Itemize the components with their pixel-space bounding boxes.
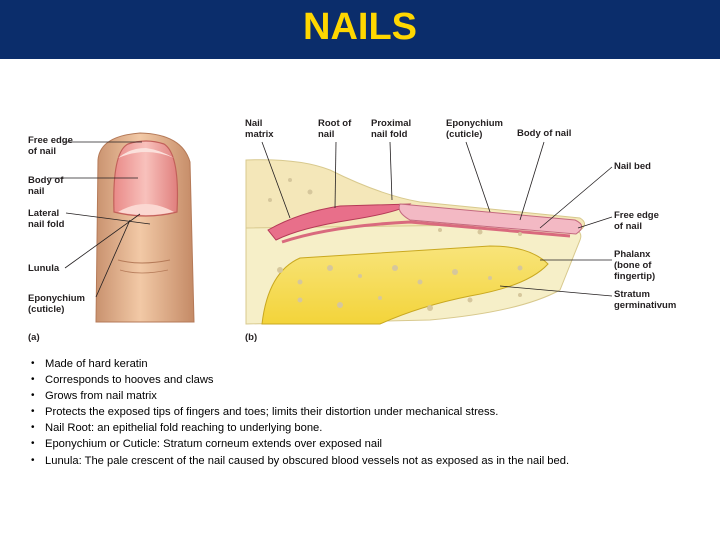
label-body-a: Body of nail — [28, 175, 63, 197]
bullet-dot: • — [31, 453, 35, 469]
list-item: • Grows from nail matrix — [0, 388, 720, 404]
list-item: • Nail Root: an epithelial fold reaching … — [0, 420, 720, 436]
bullet-dot: • — [31, 420, 35, 436]
caption-a: (a) — [28, 332, 40, 343]
list-item: • Lunula: The pale crescent of the nail c… — [0, 453, 720, 469]
label-eponychium-a: Eponychium (cuticle) — [28, 293, 85, 315]
label-root: Root of nail — [318, 118, 351, 140]
list-item: • Protects the exposed tips of fingers an… — [0, 404, 720, 420]
bullet-text: Lunula: The pale crescent of the nail ca… — [45, 453, 569, 469]
bullet-dot: • — [31, 372, 35, 388]
bullet-text: Protects the exposed tips of fingers and… — [45, 404, 498, 420]
label-nail-bed: Nail bed — [614, 161, 651, 172]
bullet-dot: • — [31, 356, 35, 372]
slide-title: NAILS — [0, 6, 720, 49]
bullet-text: Grows from nail matrix — [45, 388, 157, 404]
bullet-dot: • — [31, 404, 35, 420]
nail-anatomy-figure: Free edge of nail Body of nail Lateral n… — [0, 100, 720, 350]
list-item: • Corresponds to hooves and claws — [0, 372, 720, 388]
bullet-text: Nail Root: an epithelial fold reaching t… — [45, 420, 322, 436]
label-lunula: Lunula — [28, 263, 59, 274]
bullet-dot: • — [31, 436, 35, 452]
list-item: • Eponychium or Cuticle: Stratum corneum … — [0, 436, 720, 452]
bullet-text: Corresponds to hooves and claws — [45, 372, 214, 388]
bullet-text: Eponychium or Cuticle: Stratum corneum e… — [45, 436, 382, 452]
caption-b: (b) — [245, 332, 257, 343]
bullet-text: Made of hard keratin — [45, 356, 148, 372]
label-stratum: Stratum germinativum — [614, 289, 676, 311]
label-body-b: Body of nail — [517, 128, 571, 139]
title-bar: NAILS — [0, 0, 720, 59]
finger-illustration — [0, 100, 720, 350]
label-nail-matrix: Nail matrix — [245, 118, 274, 140]
bullet-list: • Made of hard keratin • Corresponds to ho… — [0, 356, 720, 469]
label-proximal-fold: Proximal nail fold — [371, 118, 411, 140]
label-phalanx: Phalanx (bone of fingertip) — [614, 249, 655, 282]
label-lateral-fold: Lateral nail fold — [28, 208, 64, 230]
label-free-edge-a: Free edge of nail — [28, 135, 73, 157]
label-eponychium-b: Eponychium (cuticle) — [446, 118, 503, 140]
list-item: • Made of hard keratin — [0, 356, 720, 372]
label-free-edge-b: Free edge of nail — [614, 210, 659, 232]
bullet-dot: • — [31, 388, 35, 404]
